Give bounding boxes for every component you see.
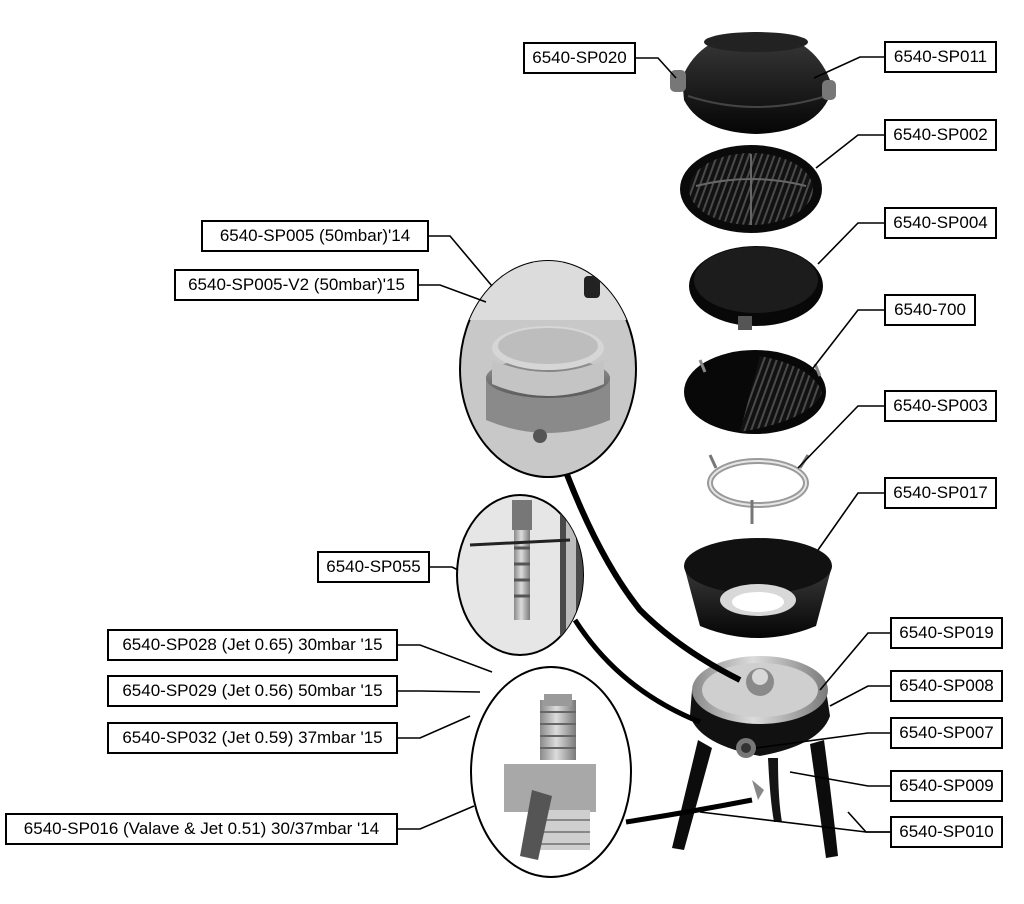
grill-plate-part (684, 350, 826, 434)
wire-ring-part (707, 454, 810, 524)
label-base-ring: 6540-SP008 (890, 670, 1003, 702)
label-wire-ring: 6540-SP003 (884, 390, 997, 422)
grill-grid-part (680, 145, 822, 233)
label-lid-top: 6540-SP011 (884, 41, 997, 73)
label-burner-top: 6540-SP019 (890, 617, 1003, 649)
label-jet-065: 6540-SP028 (Jet 0.65) 30mbar '15 (107, 629, 398, 661)
bowl-part (684, 538, 832, 638)
hose-middle (572, 618, 701, 725)
label-jet-059: 6540-SP032 (Jet 0.59) 37mbar '15 (107, 722, 398, 754)
hose-nipple-detail-callout (456, 494, 584, 656)
valve-detail-callout (470, 666, 632, 878)
label-jet-056: 6540-SP029 (Jet 0.56) 50mbar '15 (107, 675, 398, 707)
label-burner-2014: 6540-SP005 (50mbar)'14 (201, 220, 429, 252)
label-burner-2015: 6540-SP005-V2 (50mbar)'15 (174, 269, 419, 301)
base-unit-part (672, 656, 838, 858)
label-flat-plate: 6540-SP004 (884, 207, 997, 239)
label-valve-body: 6540-SP009 (890, 770, 1003, 802)
label-lid: 6540-SP020 (523, 42, 636, 74)
label-legs: 6540-SP010 (890, 816, 1003, 848)
lid-part (670, 32, 836, 134)
hose-lower (625, 797, 753, 825)
burner-detail-callout (459, 260, 637, 478)
label-knob: 6540-SP007 (890, 717, 1003, 749)
label-bowl: 6540-SP017 (884, 477, 997, 509)
flat-plate-part (689, 246, 823, 330)
label-valve-jet: 6540-SP016 (Valave & Jet 0.51) 30/37mbar… (5, 813, 398, 845)
leader-lines (397, 56, 890, 833)
hose-upper (563, 470, 742, 683)
label-grill-grid: 6540-SP002 (884, 119, 997, 151)
label-grill-plate: 6540-700 (884, 294, 976, 326)
label-hose-nipple: 6540-SP055 (317, 551, 430, 583)
